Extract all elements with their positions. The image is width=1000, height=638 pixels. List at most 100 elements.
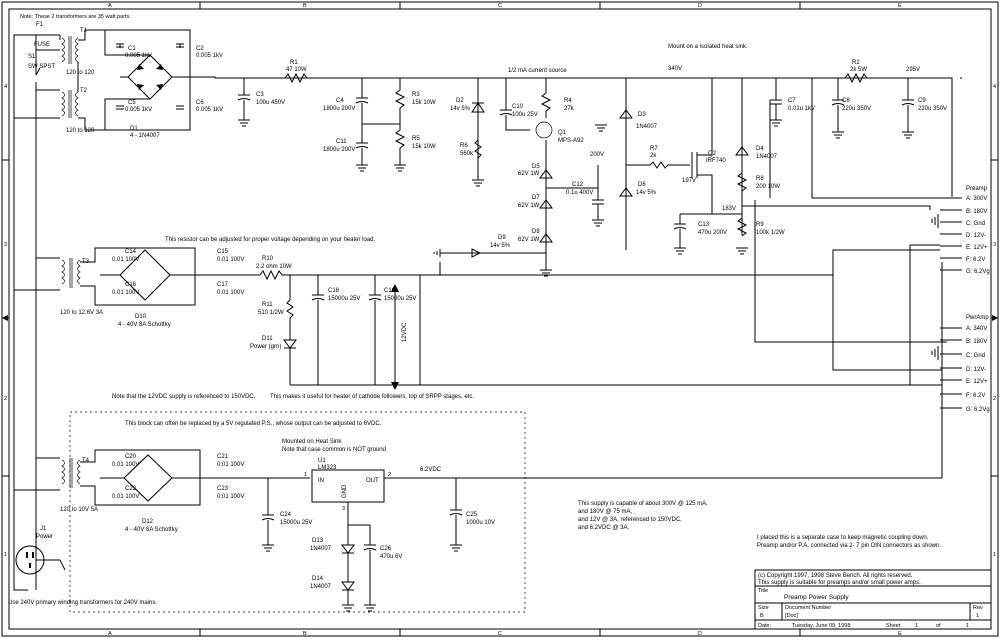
label-12vdc: 12VDC (402, 322, 408, 342)
label-d13: D13 (312, 538, 324, 544)
label-c1-value: 0.005 1kV (125, 53, 152, 59)
label-295v: 295V (906, 67, 920, 73)
pwramp-title: PwrAmp (966, 315, 989, 321)
note-capable-4: and 6.2VDC @ 3A. (578, 525, 629, 531)
row-3-right: 3 (993, 242, 996, 248)
label-t2-value: 120 to 120 (66, 128, 95, 134)
label-t3: T3 (82, 259, 90, 265)
label-fuse: FUSE (34, 42, 50, 48)
note-capable-2: and 180V @ 75 mA, (578, 509, 632, 515)
date-label: Date: (758, 623, 772, 629)
rev-value: 1 (976, 613, 979, 619)
preamp-pin-c: C: Gnd (966, 221, 985, 227)
label-c21-value: 0.01 100V (217, 462, 244, 468)
label-r2: R2 (852, 60, 860, 66)
label-d3-value: 1N4007 (636, 124, 658, 130)
label-c20-value: 0.01 100V (112, 462, 139, 468)
label-340v: 340V (668, 66, 682, 72)
label-d4: D4 (756, 146, 764, 152)
pwramp-pin-a: A: 340V (966, 326, 987, 332)
label-c9: C9 (918, 98, 926, 104)
label-c16-value: 0.01 100V (112, 290, 139, 296)
label-d12: D12 (142, 519, 154, 525)
note-heater: This resistor can be adjusted for proper… (165, 237, 375, 243)
label-u1: U1 (318, 458, 326, 464)
label-d14-value: 1N4007 (310, 584, 332, 590)
label-c4-value: 1800u 200V (323, 106, 355, 112)
label-c3: C3 (256, 92, 264, 98)
note-separate-2: Preamp and/or P.A. connected via 2- 7 pi… (757, 543, 941, 549)
label-c13-value: 470u 200V (698, 230, 727, 236)
title-value: Preamp Power Supply (784, 594, 849, 601)
label-c21: C21 (217, 454, 229, 460)
pwramp-pin-d: D: 12V- (966, 367, 986, 373)
label-c25-value: 1000u 10V (466, 520, 495, 526)
label-d8: D8 (532, 229, 540, 235)
label-pin2: 2 (388, 472, 391, 478)
label-c11-value: 1800u 200V (323, 147, 355, 153)
pwramp-pin-c: C: Gnd (966, 353, 985, 359)
label-q2: Q2 (708, 151, 717, 157)
label-d8-value: 62V 1W (518, 237, 540, 243)
label-r11-value: 510 1/2W (258, 310, 284, 316)
label-j1: J1 (40, 526, 47, 532)
label-d1-value: 4 - 1N4007 (130, 133, 160, 139)
label-t3-value: 120 to 12.6V 3A (60, 310, 103, 316)
docnum-value: [Doc] (785, 613, 798, 619)
label-d10-value: 4 - 40V 8A Schottky (118, 322, 171, 328)
label-d2: D2 (456, 98, 464, 104)
note-separate-1: I placed this is a separate case to keep… (757, 535, 929, 541)
label-c24: C24 (280, 512, 292, 518)
label-c23: C23 (217, 486, 229, 492)
pwramp-pin-e: E: 12V+ (966, 379, 988, 385)
label-c4: C4 (336, 98, 344, 104)
note-ref12: Note that the 12VDC supply is referenced… (112, 394, 256, 400)
connector-lines (931, 197, 962, 409)
label-c2-value: 0.005 1kV (196, 53, 223, 59)
label-r8: R8 (756, 176, 764, 182)
of-value: 1 (966, 623, 969, 629)
label-c20: C20 (125, 454, 137, 460)
label-c23-value: 0.01 100V (217, 494, 244, 500)
col-a-bottom: A (108, 631, 112, 637)
col-b-top: B (303, 3, 307, 9)
label-u1-value: LM323 (318, 465, 337, 471)
label-d13-value: 1N4007 (310, 546, 332, 552)
label-c12: C12 (572, 182, 584, 188)
label-62vdc: 6.2VDC (420, 467, 442, 473)
label-r9: R9 (756, 222, 764, 228)
label-c7: C7 (788, 98, 796, 104)
label-c22: C22 (125, 486, 137, 492)
note-capable-1: This supply is capable of about 300V @ 1… (578, 501, 708, 507)
col-c-bottom: C (498, 631, 502, 637)
label-c26-value: 470u 6V (380, 554, 402, 560)
label-u1-out: OUT (366, 478, 379, 484)
label-d11: D11 (262, 336, 273, 342)
label-c12-value: 0.1u 400V (566, 190, 593, 196)
preamp-pin-d: D: 12V- (966, 233, 986, 239)
pwramp-pin-g: G: 6.2Vg (966, 407, 990, 413)
preamp-pin-e: E: 12V+ (966, 245, 988, 251)
label-d1: D1 (130, 126, 138, 132)
note-useful: This makes it useful for heater of catho… (270, 394, 474, 400)
label-c17: C17 (217, 282, 229, 288)
label-s1-value: SW SPST (28, 64, 55, 70)
label-c24-value: 15000u 25V (280, 520, 312, 526)
label-d6: D6 (638, 182, 646, 188)
row-4-left: 4 (4, 84, 7, 90)
hv-wiring (13, 29, 962, 591)
label-r5-value: 15k 10W (412, 144, 436, 150)
label-d9-value: 14v 5% (490, 243, 511, 249)
label-d14: D14 (312, 576, 324, 582)
label-pin3: 3 (342, 506, 345, 512)
label-q2-value: IRF740 (706, 158, 726, 164)
label-t4-value: 120 to 10V 5A (60, 507, 98, 513)
label-c26: C26 (380, 546, 392, 552)
note-mounted1: Mounted on Heat Sink (282, 439, 342, 445)
preamp-title: Preamp (966, 186, 988, 192)
note-transformers: Note: These 2 transformers are 35 watt p… (20, 14, 131, 20)
label-r9-value: 100k 1/2W (756, 230, 785, 236)
label-d4-value: 1N4007 (756, 154, 778, 160)
date-value: Tuesday, June 09, 1998 (792, 623, 850, 629)
